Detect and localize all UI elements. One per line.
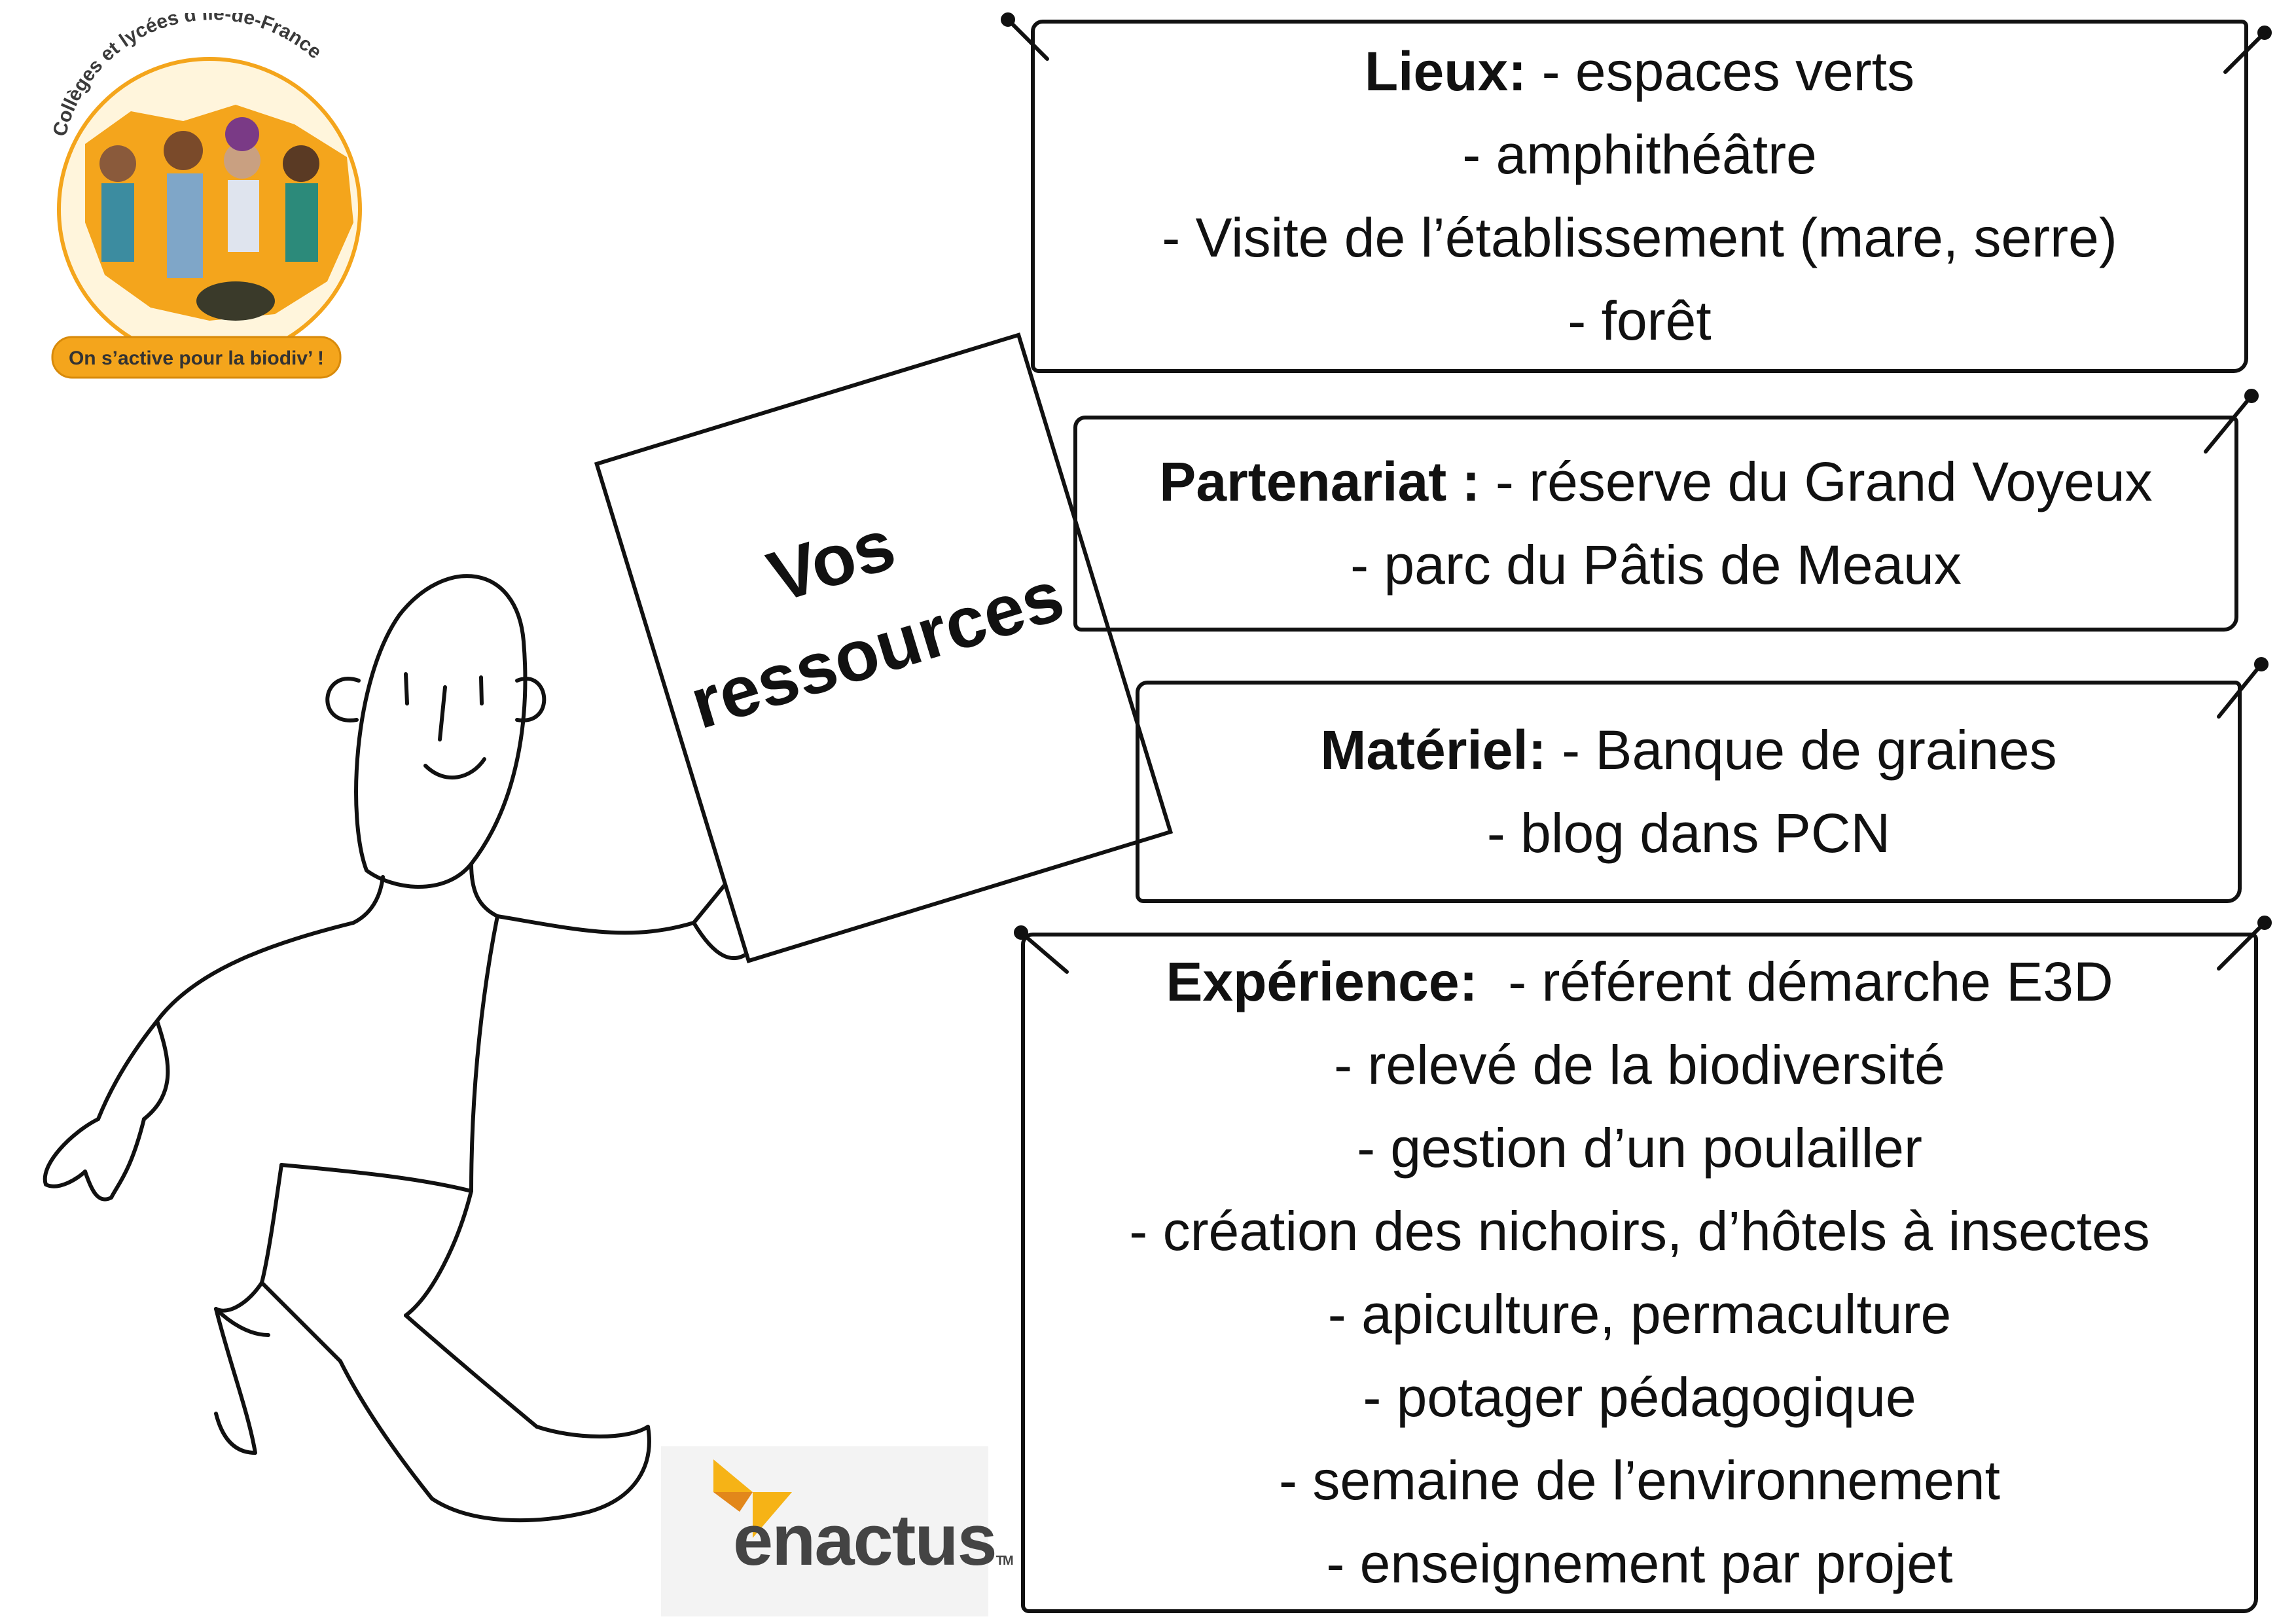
experience-item: - enseignement par projet [1326, 1533, 1953, 1594]
enactus-wordmark: enactusTM [733, 1499, 1014, 1582]
pin-icon [1014, 925, 1069, 974]
children-figures-icon [99, 117, 319, 321]
partenariat-first-line: Partenariat : - réserve du Grand Voyeux [1077, 440, 2234, 524]
lieux-item: - Visite de l’établissement (mare, serre… [1162, 207, 2117, 268]
experience-item: - relevé de la biodiversité [1334, 1034, 1945, 1096]
lieux-item: - amphithéâtre [1462, 124, 1817, 185]
partenariat-label: Partenariat : [1159, 451, 1480, 512]
pin-icon [2217, 657, 2269, 719]
materiel-first-item: - Banque de graines [1546, 719, 2057, 781]
experience-item: - gestion d’un poulailler [1357, 1117, 1922, 1179]
experience-label: Expérience: [1166, 951, 1478, 1012]
logo-banner-text: On s’active pour la biodiv’ ! [69, 348, 324, 369]
pin-icon [2223, 26, 2272, 74]
pin-icon [2217, 916, 2272, 971]
person-drawing [43, 574, 768, 1523]
pin-icon [2204, 389, 2259, 454]
lieux-label: Lieux: [1364, 41, 1527, 102]
enactus-mark-icon [713, 1459, 792, 1538]
partenariat-box: Partenariat : - réserve du Grand Voyeux … [1073, 416, 2238, 632]
lieux-box: Lieux: - espaces verts - amphithéâtre - … [1031, 20, 2248, 373]
experience-item: - apiculture, permaculture [1327, 1283, 1952, 1345]
enactus-tm: TM [996, 1554, 1014, 1568]
materiel-box: Matériel: - Banque de graines - blog dan… [1136, 681, 2242, 903]
partenariat-first-item: - réserve du Grand Voyeux [1480, 451, 2153, 512]
materiel-first-line: Matériel: - Banque de graines [1139, 709, 2238, 792]
enactus-word: enactus [733, 1500, 997, 1580]
lieux-first-item: - espaces verts [1526, 41, 1915, 102]
lieux-item: - forêt [1568, 290, 1712, 351]
experience-box: Expérience: - référent démarche E3D - re… [1021, 933, 2258, 1613]
experience-item: - création des nichoirs, d’hôtels à inse… [1129, 1200, 2150, 1262]
logo-graphic: Collèges et lycées d’Île-de-France On s’… [49, 2, 362, 379]
pin-icon [1001, 12, 1049, 61]
logo: Collèges et lycées d’Île-de-France On s’… [39, 2, 380, 386]
experience-first-line: Expérience: - référent démarche E3D [1025, 940, 2254, 1024]
lieux-first-line: Lieux: - espaces verts [1035, 30, 2244, 113]
partenariat-item: - parc du Pâtis de Meaux [1350, 534, 1962, 596]
materiel-label: Matériel: [1320, 719, 1547, 781]
experience-item: - potager pédagogique [1363, 1366, 1916, 1428]
experience-item: - semaine de l’environnement [1279, 1450, 2000, 1511]
experience-first-item: - référent démarche E3D [1477, 951, 2113, 1012]
materiel-item: - blog dans PCN [1486, 802, 1891, 864]
